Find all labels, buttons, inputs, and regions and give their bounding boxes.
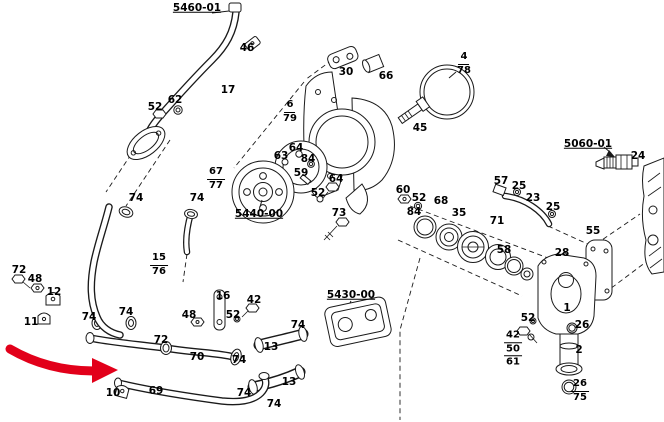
- gasket-30: [327, 45, 359, 70]
- washer-52: [529, 317, 537, 325]
- left-clamps: [11, 274, 137, 330]
- bracket-16: [190, 289, 260, 331]
- pipe-15-76: [87, 203, 198, 339]
- thermostat-housing-1: [537, 253, 597, 395]
- grommet-74b: [125, 316, 137, 330]
- bolt-42-50-61: [516, 317, 538, 344]
- pipe-clamp-46: [244, 36, 261, 52]
- engine-block-section: [641, 157, 664, 275]
- bolt-52-washer-62: [152, 105, 183, 119]
- water-pump-assembly: [231, 97, 395, 224]
- o-ring-26-75: [561, 379, 577, 395]
- water-pipe-17: [126, 2, 261, 161]
- pulley-5440-00: [231, 160, 295, 224]
- bolt-73: [335, 217, 350, 227]
- red-pointer-arrow: [5, 344, 118, 383]
- cooler-5430-00: [324, 296, 392, 347]
- o-ring-4-78: [419, 64, 475, 120]
- pipe-70: [85, 332, 242, 366]
- clip-10: [114, 384, 130, 399]
- pipe-flange: [126, 125, 166, 161]
- clamp-72: [160, 341, 172, 355]
- hose-23: [492, 183, 556, 228]
- fitting-66: [362, 53, 385, 74]
- clamp-12: [45, 292, 61, 306]
- housing-ring-71: [485, 244, 511, 270]
- o-ring-26: [566, 322, 578, 334]
- nut-60-washer-52: [397, 194, 423, 211]
- bolt-45: [397, 96, 431, 125]
- pipe-69: [114, 372, 270, 406]
- clamp-11: [37, 312, 51, 325]
- outlet-pipe-2: [555, 334, 583, 376]
- pump-fasteners: [281, 150, 350, 241]
- sensor-24: [595, 146, 639, 170]
- hose-clamp-74: [118, 206, 134, 218]
- hose-13-lower: [247, 364, 306, 395]
- hose-13-upper: [253, 326, 309, 353]
- thermostat-group: [413, 215, 534, 281]
- clip-57: [492, 183, 507, 197]
- hose-clamp-74b: [184, 208, 198, 220]
- assembly-dashed-lines: [105, 59, 647, 420]
- pipe-end-fitting: [228, 2, 242, 13]
